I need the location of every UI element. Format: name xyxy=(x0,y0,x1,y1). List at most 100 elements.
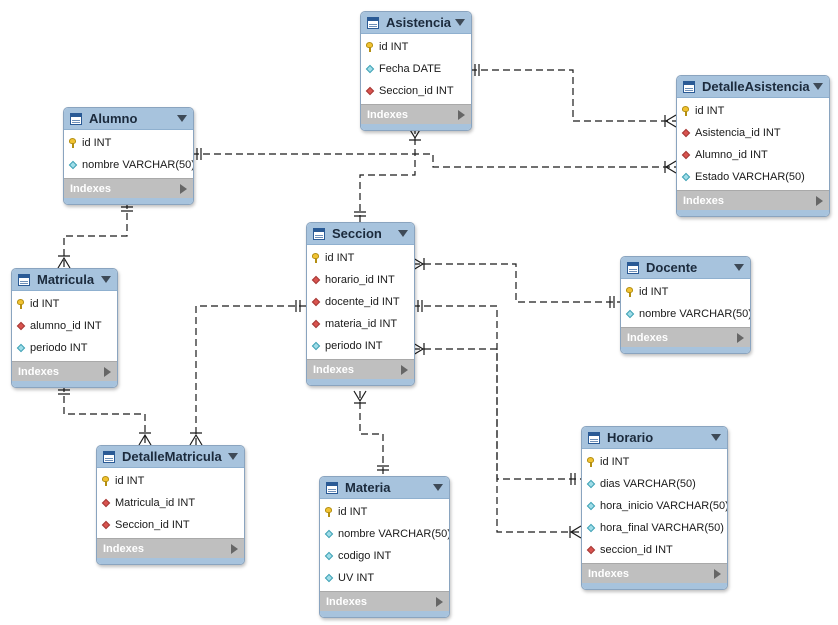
indexes-section[interactable]: Indexes xyxy=(307,359,414,379)
expand-arrow-icon[interactable] xyxy=(816,195,823,206)
column-row[interactable]: codigo INT xyxy=(320,545,449,567)
column-row[interactable]: dias VARCHAR(50) xyxy=(582,473,727,495)
column-label: alumno_id INT xyxy=(30,320,102,332)
expand-arrow-icon[interactable] xyxy=(180,183,187,194)
column-row[interactable]: id INT xyxy=(582,451,727,473)
table-horario[interactable]: Horario id INT dias VARCHAR(50) hora_ini… xyxy=(581,426,728,590)
collapse-caret-icon[interactable] xyxy=(101,276,111,283)
collapse-caret-icon[interactable] xyxy=(433,484,443,491)
table-detalle-matricula[interactable]: DetalleMatricula id INT Matricula_id INT… xyxy=(96,445,245,565)
column-row[interactable]: id INT xyxy=(621,281,750,303)
expand-arrow-icon[interactable] xyxy=(104,366,111,377)
column-row[interactable]: id INT xyxy=(320,501,449,523)
collapse-caret-icon[interactable] xyxy=(228,453,238,460)
table-header[interactable]: DetalleAsistencia xyxy=(677,76,829,98)
table-header[interactable]: Seccion xyxy=(307,223,414,245)
collapse-caret-icon[interactable] xyxy=(734,264,744,271)
expand-arrow-icon[interactable] xyxy=(714,568,721,579)
table-footer-bar xyxy=(582,583,727,589)
table-header[interactable]: Horario xyxy=(582,427,727,449)
table-detalle-asistencia[interactable]: DetalleAsistencia id INT Asistencia_id I… xyxy=(676,75,830,217)
column-row[interactable]: Seccion_id INT xyxy=(97,514,244,536)
indexes-section[interactable]: Indexes xyxy=(361,104,471,124)
column-label: dias VARCHAR(50) xyxy=(600,478,696,490)
column-row[interactable]: Seccion_id INT xyxy=(361,80,471,102)
table-matricula[interactable]: Matricula id INT alumno_id INT periodo I… xyxy=(11,268,118,388)
column-row[interactable]: nombre VARCHAR(50) xyxy=(64,154,193,176)
primary-key-icon xyxy=(17,299,25,309)
foreign-key-icon xyxy=(102,498,110,508)
table-header[interactable]: DetalleMatricula xyxy=(97,446,244,468)
table-header[interactable]: Docente xyxy=(621,257,750,279)
column-row[interactable]: Asistencia_id INT xyxy=(677,122,829,144)
column-row[interactable]: docente_id INT xyxy=(307,291,414,313)
column-row[interactable]: periodo INT xyxy=(307,335,414,357)
column-row[interactable]: materia_id INT xyxy=(307,313,414,335)
rel-horario-seccion-2 xyxy=(413,348,581,480)
column-row[interactable]: hora_inicio VARCHAR(50) xyxy=(582,495,727,517)
table-seccion[interactable]: Seccion id INT horario_id INT docente_id… xyxy=(306,222,415,386)
table-alumno[interactable]: Alumno id INT nombre VARCHAR(50) Indexes xyxy=(63,107,194,205)
indexes-section[interactable]: Indexes xyxy=(582,563,727,583)
table-docente[interactable]: Docente id INT nombre VARCHAR(50) Indexe… xyxy=(620,256,751,354)
table-icon xyxy=(367,16,379,29)
column-row[interactable]: id INT xyxy=(307,247,414,269)
column-icon xyxy=(587,523,595,533)
table-header[interactable]: Materia xyxy=(320,477,449,499)
table-materia[interactable]: Materia id INT nombre VARCHAR(50) codigo… xyxy=(319,476,450,618)
rel-horario-seccion-1 xyxy=(413,305,581,533)
column-row[interactable]: Alumno_id INT xyxy=(677,144,829,166)
collapse-caret-icon[interactable] xyxy=(813,83,823,90)
expand-arrow-icon[interactable] xyxy=(401,364,408,375)
indexes-section[interactable]: Indexes xyxy=(97,538,244,558)
column-row[interactable]: id INT xyxy=(12,293,117,315)
collapse-caret-icon[interactable] xyxy=(711,434,721,441)
column-row[interactable]: nombre VARCHAR(50) xyxy=(621,303,750,325)
column-row[interactable]: Matricula_id INT xyxy=(97,492,244,514)
table-title: Horario xyxy=(607,430,654,445)
column-row[interactable]: hora_final VARCHAR(50) xyxy=(582,517,727,539)
column-label: nombre VARCHAR(50) xyxy=(338,528,450,540)
table-header[interactable]: Asistencia xyxy=(361,12,471,34)
column-row[interactable]: id INT xyxy=(64,132,193,154)
column-label: id INT xyxy=(82,137,112,149)
column-row[interactable]: alumno_id INT xyxy=(12,315,117,337)
foreign-key-icon xyxy=(682,150,690,160)
table-icon xyxy=(18,273,30,286)
indexes-section[interactable]: Indexes xyxy=(320,591,449,611)
table-footer-bar xyxy=(307,379,414,385)
column-row[interactable]: Fecha DATE xyxy=(361,58,471,80)
expand-arrow-icon[interactable] xyxy=(458,109,465,120)
column-label: id INT xyxy=(115,475,145,487)
indexes-label: Indexes xyxy=(683,194,724,207)
indexes-section[interactable]: Indexes xyxy=(677,190,829,210)
table-title: DetalleAsistencia xyxy=(702,79,810,94)
table-title: Asistencia xyxy=(386,15,452,30)
column-row[interactable]: nombre VARCHAR(50) xyxy=(320,523,449,545)
table-header[interactable]: Matricula xyxy=(12,269,117,291)
indexes-section[interactable]: Indexes xyxy=(12,361,117,381)
column-label: materia_id INT xyxy=(325,318,398,330)
indexes-section[interactable]: Indexes xyxy=(64,178,193,198)
column-row[interactable]: Estado VARCHAR(50) xyxy=(677,166,829,188)
table-icon xyxy=(103,450,115,463)
column-row[interactable]: horario_id INT xyxy=(307,269,414,291)
collapse-caret-icon[interactable] xyxy=(455,19,465,26)
expand-arrow-icon[interactable] xyxy=(737,332,744,343)
table-asistencia[interactable]: Asistencia id INT Fecha DATE Seccion_id … xyxy=(360,11,472,131)
expand-arrow-icon[interactable] xyxy=(231,543,238,554)
indexes-section[interactable]: Indexes xyxy=(621,327,750,347)
column-row[interactable]: periodo INT xyxy=(12,337,117,359)
foreign-key-icon xyxy=(587,545,595,555)
collapse-caret-icon[interactable] xyxy=(177,115,187,122)
column-row[interactable]: UV INT xyxy=(320,567,449,589)
table-header[interactable]: Alumno xyxy=(64,108,193,130)
column-row[interactable]: id INT xyxy=(677,100,829,122)
expand-arrow-icon[interactable] xyxy=(436,596,443,607)
column-icon xyxy=(69,160,77,170)
column-row[interactable]: id INT xyxy=(361,36,471,58)
collapse-caret-icon[interactable] xyxy=(398,230,408,237)
column-row[interactable]: id INT xyxy=(97,470,244,492)
column-row[interactable]: seccion_id INT xyxy=(582,539,727,561)
